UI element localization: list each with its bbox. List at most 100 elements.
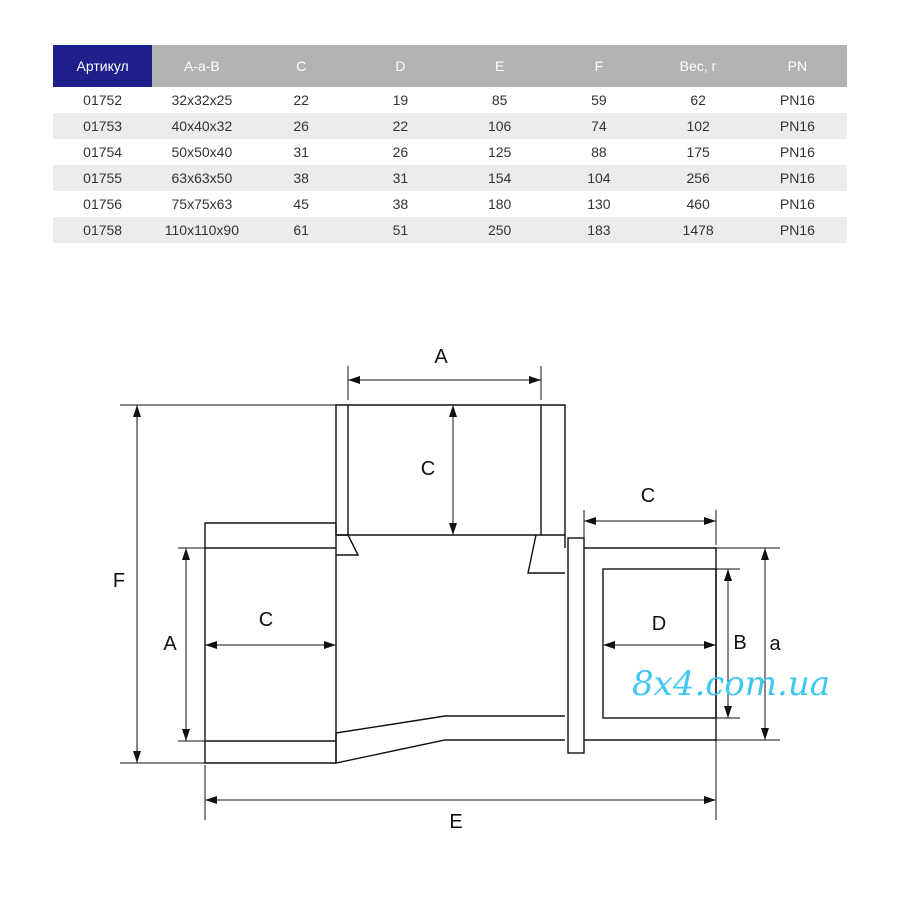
table-cell: 01752 xyxy=(83,92,123,108)
header-e: E xyxy=(450,45,550,87)
tee-outline xyxy=(204,404,717,764)
table-cell: 45 xyxy=(293,196,309,212)
table-cell: 102 xyxy=(648,113,748,139)
body-bottom-inner xyxy=(335,715,565,734)
arrow-head xyxy=(761,548,769,560)
arrow-head xyxy=(603,641,615,649)
table-cell: 01753 xyxy=(53,113,153,139)
table-cell: 1478 xyxy=(648,217,748,243)
table-cell: 85 xyxy=(491,92,508,108)
table-cell: 32x32x25 xyxy=(171,92,233,108)
table-cell: 01754 xyxy=(83,144,123,160)
header-weight: Вес, г xyxy=(648,45,748,87)
arrow-head xyxy=(724,569,732,581)
arrow-head xyxy=(584,517,596,525)
table-cell: 38 xyxy=(251,165,351,191)
dimension-arrows xyxy=(133,376,769,804)
top-branch-outline xyxy=(335,404,566,548)
arrow-head xyxy=(449,405,457,417)
table-cell: 26 xyxy=(392,144,409,160)
table-row: 01752 32x32x25 22 19 85 59 62 PN16 xyxy=(53,87,847,113)
table-cell: 250 xyxy=(450,217,550,243)
table-cell: 175 xyxy=(686,144,710,160)
label-b: B xyxy=(733,632,746,654)
arrow-head xyxy=(449,523,457,535)
table-cell: 460 xyxy=(686,196,710,212)
arrow-head xyxy=(704,517,716,525)
left-shoulder xyxy=(336,534,360,556)
arrow-head xyxy=(324,641,336,649)
table-cell: PN16 xyxy=(779,196,815,212)
left-socket-outline xyxy=(204,522,336,764)
label-small-a: a xyxy=(769,633,781,655)
arrow-head xyxy=(205,641,217,649)
table-cell: 75x75x63 xyxy=(171,196,233,212)
table-cell: 50x50x40 xyxy=(171,144,233,160)
table-cell: 125 xyxy=(487,144,512,160)
table-cell: 22 xyxy=(293,92,309,108)
arrow-head xyxy=(348,376,360,384)
table-cell: 31 xyxy=(350,165,450,191)
header-f: F xyxy=(549,45,649,87)
watermark: 8x4.com.ua xyxy=(632,664,830,704)
table-cell: 01755 xyxy=(53,165,153,191)
header-article: Артикул xyxy=(53,45,153,87)
body-bottom-outer xyxy=(335,733,565,764)
table-cell: 63x63x50 xyxy=(152,165,252,191)
table-cell: 104 xyxy=(549,165,649,191)
header-size: A-a-B xyxy=(152,45,252,87)
table-cell: 40x40x32 xyxy=(152,113,252,139)
arrow-head xyxy=(529,376,541,384)
table-cell: 180 xyxy=(487,196,512,212)
table-cell: 61 xyxy=(251,217,351,243)
table-cell: 74 xyxy=(549,113,649,139)
arrow-head xyxy=(205,796,217,804)
table-cell: 154 xyxy=(450,165,550,191)
arrow-head xyxy=(133,405,141,417)
table-cell: 88 xyxy=(591,144,607,160)
header-d: D xyxy=(350,45,450,87)
table-cell: 106 xyxy=(450,113,550,139)
table-cell: PN16 xyxy=(747,113,847,139)
flange-ring xyxy=(567,537,585,754)
table-cell: 110x110x90 xyxy=(152,217,252,243)
dimension-labels: A C C F A C D B a E xyxy=(113,346,782,833)
header-c: C xyxy=(251,45,351,87)
label-left-c: C xyxy=(259,609,273,631)
table-cell: 62 xyxy=(690,92,706,108)
table-cell: PN16 xyxy=(747,217,847,243)
arrow-head xyxy=(761,728,769,740)
table-cell: 19 xyxy=(392,92,409,108)
table-cell: PN16 xyxy=(779,144,815,160)
header-pn: PN xyxy=(747,45,847,87)
right-shoulder xyxy=(527,534,565,574)
label-e: E xyxy=(449,811,462,833)
label-top-c: C xyxy=(421,458,435,480)
arrow-head xyxy=(182,729,190,741)
table-cell: 59 xyxy=(591,92,607,108)
table-cell: 130 xyxy=(587,196,611,212)
table-cell: 22 xyxy=(350,113,450,139)
dimension-lines xyxy=(120,366,780,820)
table-cell: 38 xyxy=(392,196,409,212)
spigot-outline xyxy=(584,547,717,741)
arrow-head xyxy=(704,796,716,804)
table-cell: PN16 xyxy=(747,165,847,191)
label-right-c: C xyxy=(641,485,655,507)
arrow-head xyxy=(724,706,732,718)
arrow-head xyxy=(182,548,190,560)
label-top-a: A xyxy=(434,346,448,368)
table-cell: 01758 xyxy=(53,217,153,243)
arrow-head xyxy=(133,751,141,763)
table-cell: 26 xyxy=(251,113,351,139)
table-cell: 183 xyxy=(549,217,649,243)
label-f: F xyxy=(113,570,125,592)
table-cell: PN16 xyxy=(779,92,815,108)
